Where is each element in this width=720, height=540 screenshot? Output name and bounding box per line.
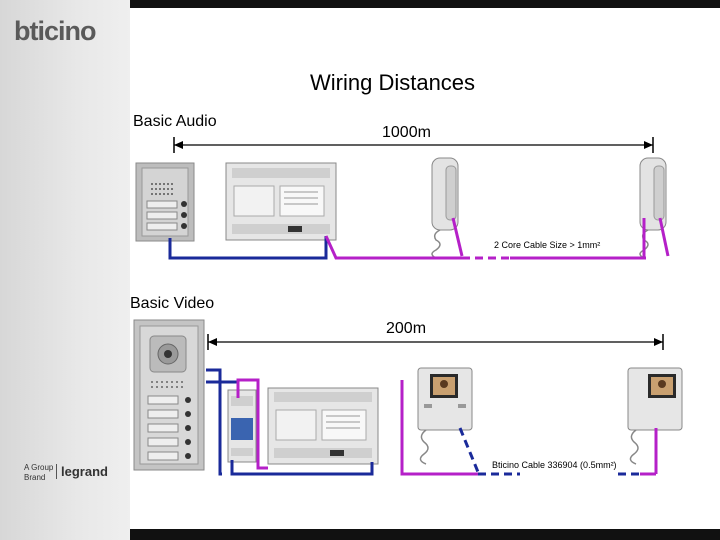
- video-distance-line: [207, 334, 664, 350]
- group-line-2: Brand: [24, 473, 46, 482]
- audio-door-panel: [135, 162, 195, 242]
- legrand-logo: legrand: [56, 464, 108, 479]
- video-monitor-2: [627, 367, 683, 465]
- video-distance-label: 200m: [386, 320, 427, 337]
- video-blue-wire-1: [206, 368, 222, 476]
- basic-video-label: Basic Video: [130, 295, 215, 312]
- left-sidebar: [0, 0, 130, 540]
- bottom-bar: [130, 529, 720, 540]
- bticino-logo: bticino: [14, 16, 96, 46]
- audio-blue-wire: [168, 236, 328, 260]
- group-brand-text: A Group Brand: [24, 463, 53, 483]
- top-bar: [130, 0, 720, 8]
- page-title: Wiring Distances: [310, 70, 476, 95]
- audio-distance-line: [173, 137, 654, 153]
- video-purple-wire: [236, 378, 268, 470]
- video-monitor-1: [417, 367, 473, 465]
- audio-distance-label: 1000m: [382, 124, 431, 141]
- group-line-1: A Group: [24, 463, 54, 472]
- video-power-supply: [267, 387, 379, 465]
- video-cable-label: Bticino Cable 336904 (0.5mm²): [492, 460, 617, 470]
- audio-purple-wire: [324, 235, 462, 260]
- video-blue-wire-3: [230, 460, 374, 476]
- video-interface-module: [227, 389, 257, 463]
- audio-power-supply: [225, 162, 337, 241]
- audio-handset-2: [639, 157, 667, 259]
- video-door-panel: [133, 319, 205, 471]
- basic-audio-label: Basic Audio: [133, 113, 217, 130]
- audio-handset-1: [431, 157, 459, 259]
- audio-cable-label: 2 Core Cable Size > 1mm²: [494, 240, 601, 250]
